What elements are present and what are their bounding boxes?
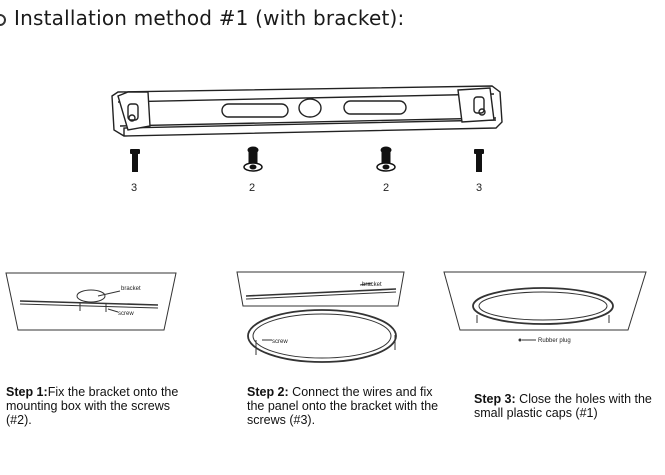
step2-diagram (236, 271, 405, 363)
page-title-text: Installation method #1 (with bracket): (14, 6, 405, 30)
bracket-illustration (111, 85, 503, 137)
step-text: Fix the bracket onto the mounting box wi… (6, 385, 179, 427)
screw-count: 3 (476, 182, 482, 194)
step-text: Connect the wires and fix the panel onto… (247, 385, 439, 427)
step3-diagram (443, 271, 647, 342)
bracket-label: bracket (121, 286, 141, 292)
step-2: Step 2: Connect the wires and fix the pa… (247, 385, 447, 427)
screw-icon (376, 146, 396, 172)
rubber-plug-label: Rubber plug (538, 338, 571, 344)
step-3: Step 3: Close the holes with the small p… (474, 392, 662, 420)
screw-count: 2 (383, 182, 389, 194)
screw-count: 3 (131, 182, 137, 194)
screw-icon (474, 149, 484, 172)
bracket-label: bracket (362, 282, 382, 288)
step-title: Step 3: (474, 392, 516, 406)
step-title: Step 2: (247, 385, 289, 399)
step-1: Step 1:Fix the bracket onto the mounting… (6, 385, 196, 427)
screw-icon (130, 149, 140, 172)
screw-label: screw (272, 339, 288, 345)
page-title: Installation method #1 (with bracket): (0, 6, 404, 30)
screw-icon (243, 146, 263, 172)
step-title: Step 1: (6, 385, 48, 399)
step1-diagram (5, 272, 177, 331)
screw-count: 2 (249, 182, 255, 194)
screw-label: screw (118, 311, 134, 317)
step-text: Close the holes with the small plastic c… (474, 392, 652, 420)
bullet-icon (0, 13, 6, 26)
